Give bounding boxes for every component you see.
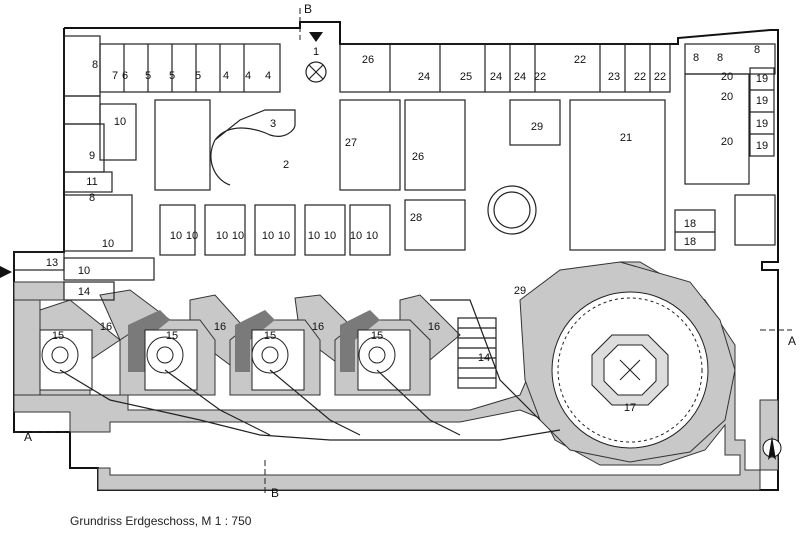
entrance-arrow-icon bbox=[0, 266, 12, 278]
room-number: 4 bbox=[245, 70, 251, 82]
cyclotron-hall bbox=[551, 291, 709, 449]
room-number: 22 bbox=[574, 54, 586, 66]
room-number: 8 bbox=[693, 52, 699, 64]
main-entrance-marker-icon bbox=[309, 32, 323, 42]
room-number: 10 bbox=[308, 230, 320, 242]
room-number: 16 bbox=[428, 321, 440, 333]
target-stations bbox=[39, 329, 411, 391]
room-number: 6 bbox=[122, 70, 128, 82]
room-number: 28 bbox=[410, 212, 422, 224]
section-label-b-bottom: B bbox=[271, 486, 279, 500]
room-number: 5 bbox=[169, 70, 175, 82]
room-number: 16 bbox=[214, 321, 226, 333]
room-number: 10 bbox=[324, 230, 336, 242]
room-number: 15 bbox=[371, 330, 383, 342]
room-number: 15 bbox=[52, 330, 64, 342]
room-number: 10 bbox=[366, 230, 378, 242]
room-number: 24 bbox=[490, 71, 502, 83]
beam-line bbox=[59, 299, 561, 441]
section-label-a-right: A bbox=[788, 334, 796, 348]
room-number: 10 bbox=[114, 116, 126, 128]
section-label-a-left: A bbox=[24, 430, 32, 444]
room-number: 24 bbox=[418, 71, 430, 83]
room-number: 8 bbox=[89, 192, 95, 204]
room-number: 26 bbox=[412, 151, 424, 163]
room-number: 19 bbox=[756, 118, 768, 130]
room-number: 8 bbox=[92, 59, 98, 71]
room-number: 18 bbox=[684, 236, 696, 248]
room-number: 23 bbox=[608, 71, 620, 83]
room-number: 11 bbox=[86, 176, 97, 188]
room-number: 10 bbox=[278, 230, 290, 242]
room-numbers: 1 2 3 4 4 4 5 5 5 6 7 8 8 8 8 8 9 10 10 … bbox=[46, 44, 768, 414]
room-number: 15 bbox=[166, 330, 178, 342]
room-number: 4 bbox=[265, 70, 271, 82]
room-number: 19 bbox=[756, 95, 768, 107]
room-number: 1 bbox=[313, 46, 319, 58]
room-number: 22 bbox=[534, 71, 546, 83]
room-number: 10 bbox=[216, 230, 228, 242]
room-number: 8 bbox=[754, 44, 760, 56]
room-number: 15 bbox=[264, 330, 276, 342]
room-number: 10 bbox=[170, 230, 182, 242]
room-number: 27 bbox=[345, 137, 357, 149]
room-number: 22 bbox=[634, 71, 646, 83]
interior-walls bbox=[13, 35, 776, 389]
section-label-b-top: B bbox=[304, 2, 312, 16]
room-number: 8 bbox=[717, 52, 723, 64]
room-number: 5 bbox=[145, 70, 151, 82]
room-number: 10 bbox=[350, 230, 362, 242]
room-number: 20 bbox=[721, 91, 733, 103]
room-number: 20 bbox=[721, 71, 733, 83]
room-number: 26 bbox=[362, 54, 374, 66]
room-number: 10 bbox=[232, 230, 244, 242]
room-number: 7 bbox=[112, 70, 118, 82]
section-lines bbox=[14, 8, 792, 496]
room-number: 5 bbox=[195, 70, 201, 82]
room-number: 9 bbox=[89, 150, 95, 162]
room-number: 21 bbox=[620, 132, 632, 144]
room-number: 4 bbox=[223, 70, 229, 82]
room-number: 29 bbox=[531, 121, 543, 133]
room-number: 22 bbox=[654, 71, 666, 83]
dark-shield-blocks bbox=[128, 310, 380, 372]
room-number: 10 bbox=[102, 238, 114, 250]
plan-caption: Grundriss Erdgeschoss, M 1 : 750 bbox=[70, 514, 252, 528]
room-number: 16 bbox=[312, 321, 324, 333]
room-number: 10 bbox=[78, 265, 90, 277]
room-number: 18 bbox=[684, 218, 696, 230]
north-arrow-icon bbox=[762, 436, 782, 460]
room-number: 10 bbox=[186, 230, 198, 242]
room-number: 3 bbox=[270, 118, 276, 130]
room-number: 20 bbox=[721, 136, 733, 148]
room-number: 19 bbox=[756, 140, 768, 152]
room-number: 14 bbox=[78, 286, 90, 298]
room-number: 2 bbox=[283, 159, 289, 171]
room-number: 16 bbox=[100, 321, 112, 333]
room-number: 19 bbox=[756, 73, 768, 85]
room-number: 17 bbox=[624, 402, 636, 414]
room-number: 14 bbox=[478, 352, 490, 364]
room-number: 24 bbox=[514, 71, 526, 83]
room-number: 13 bbox=[46, 257, 58, 269]
room-number: 25 bbox=[460, 71, 472, 83]
room-number: 29 bbox=[514, 285, 526, 297]
room-number: 10 bbox=[262, 230, 274, 242]
